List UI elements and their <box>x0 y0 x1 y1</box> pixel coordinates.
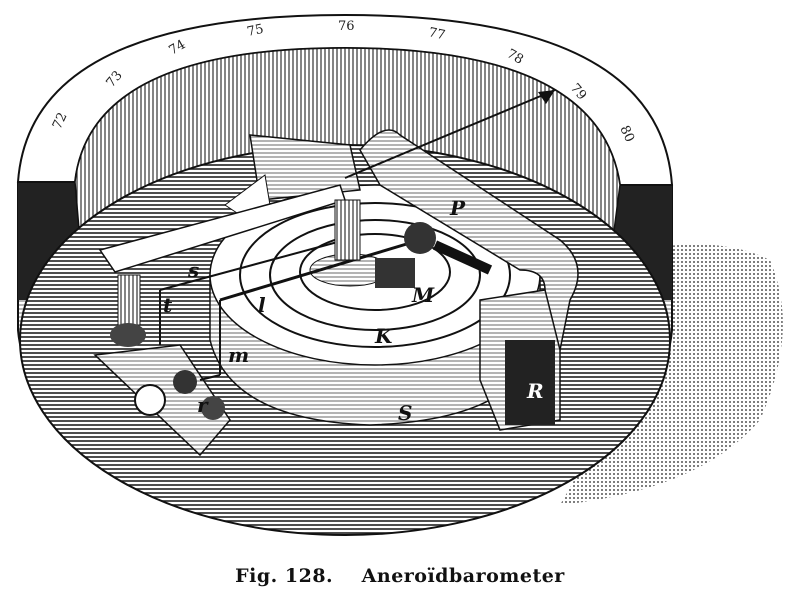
scale-number: 76 <box>338 19 355 34</box>
scale-number: 80 <box>616 123 637 144</box>
spring-and-support <box>224 129 579 431</box>
pointer-arrow-icon <box>538 90 555 104</box>
label-K: K <box>374 324 394 348</box>
caption-number: Fig. 128. <box>235 565 334 587</box>
label-P: P <box>449 196 466 220</box>
scale-number: 78 <box>504 46 526 67</box>
pointer-needle <box>344 89 556 179</box>
scale-number: 75 <box>246 22 265 40</box>
scale-number: 72 <box>50 110 71 131</box>
figure-caption: Fig. 128. Aneroïdbarometer <box>0 565 800 587</box>
label-t: t <box>163 293 173 317</box>
scale-number: 74 <box>167 37 189 58</box>
label-m: m <box>228 343 249 367</box>
label-R: R <box>526 379 544 403</box>
label-s: s <box>187 258 199 282</box>
label-S: S <box>398 401 412 425</box>
label-M: M <box>411 283 435 307</box>
label-l: l <box>258 293 266 317</box>
caption-title: Aneroïdbarometer <box>361 565 565 587</box>
label-r: r <box>197 393 209 417</box>
scale-number: 77 <box>427 25 446 43</box>
lever-mechanism <box>93 89 556 457</box>
